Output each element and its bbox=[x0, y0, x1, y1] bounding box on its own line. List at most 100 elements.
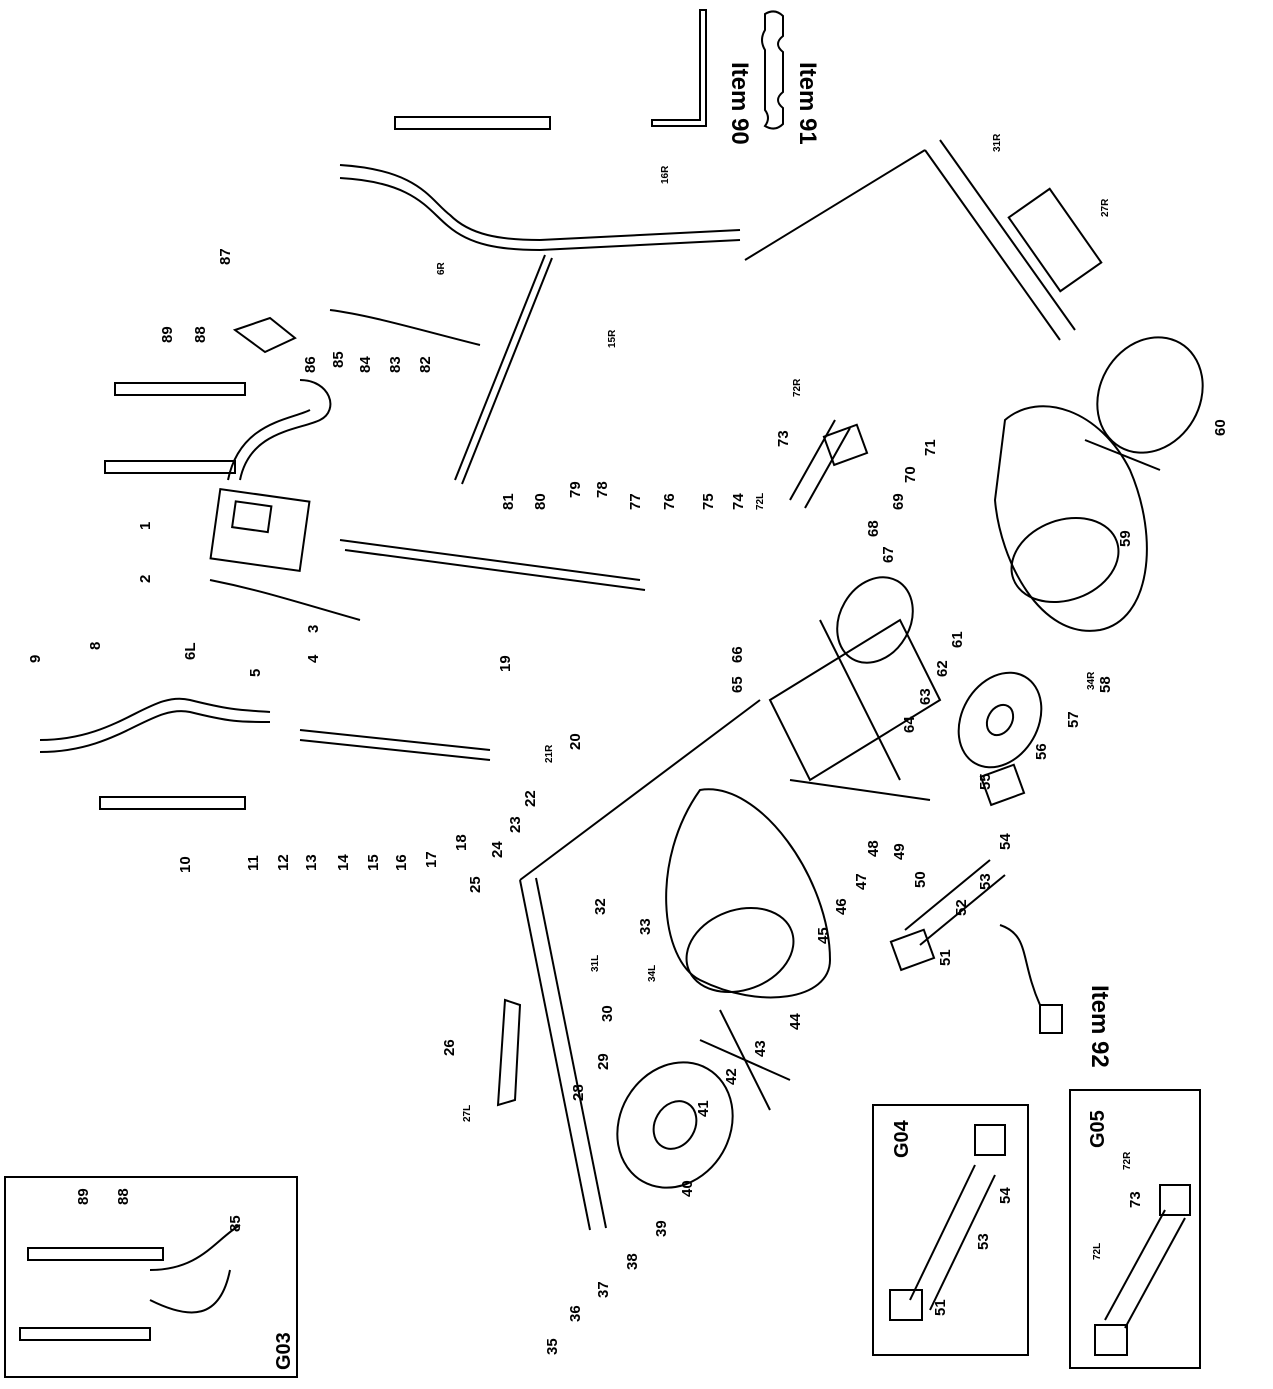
part-label-g03-85: 85 bbox=[227, 1215, 244, 1232]
part-label-4: 4 bbox=[305, 654, 322, 663]
part-label-57: 57 bbox=[1065, 711, 1082, 728]
part-label-74: 74 bbox=[730, 493, 747, 510]
part-label-47: 47 bbox=[853, 873, 870, 890]
part-label-66: 66 bbox=[729, 646, 746, 663]
part-label-72r: 72R bbox=[792, 378, 803, 397]
part-label-26: 26 bbox=[441, 1039, 458, 1056]
part-label-20: 20 bbox=[567, 733, 584, 750]
part-label-85: 85 bbox=[330, 351, 347, 368]
part-label-89: 89 bbox=[159, 326, 176, 343]
part-label-10: 10 bbox=[177, 856, 194, 873]
part-label-50: 50 bbox=[912, 871, 929, 888]
part-label-79: 79 bbox=[567, 481, 584, 498]
part-label-14: 14 bbox=[335, 854, 352, 871]
part-label-21r: 21R bbox=[544, 744, 555, 763]
part-label-16: 16 bbox=[393, 854, 410, 871]
part-label-23: 23 bbox=[507, 816, 524, 833]
part-label-22: 22 bbox=[522, 790, 539, 807]
part-label-58: 58 bbox=[1097, 676, 1114, 693]
part-label-63: 63 bbox=[917, 688, 934, 705]
part-label-25: 25 bbox=[467, 876, 484, 893]
group-label-g05: G05 bbox=[1087, 1110, 1109, 1148]
part-label-40: 40 bbox=[679, 1180, 696, 1197]
part-label-71: 71 bbox=[922, 439, 939, 456]
part-label-44: 44 bbox=[787, 1013, 804, 1030]
part-label-55: 55 bbox=[977, 773, 994, 790]
part-label-43: 43 bbox=[752, 1040, 769, 1057]
part-label-11: 11 bbox=[245, 855, 262, 871]
part-label-62: 62 bbox=[934, 660, 951, 677]
part-label-g05-73: 73 bbox=[1127, 1191, 1144, 1208]
part-label-12: 12 bbox=[275, 854, 292, 871]
part-label-15r: 15R bbox=[607, 329, 618, 348]
part-label-g05-72r: 72R bbox=[1122, 1151, 1133, 1170]
part-label-8: 8 bbox=[87, 642, 104, 650]
part-label-34l: 34L bbox=[647, 965, 658, 982]
part-label-86: 86 bbox=[302, 356, 319, 373]
part-label-13: 13 bbox=[303, 854, 320, 871]
part-label-87: 87 bbox=[217, 248, 234, 265]
part-label-28: 28 bbox=[570, 1084, 587, 1101]
part-label-83: 83 bbox=[387, 356, 404, 373]
part-label-81: 81 bbox=[500, 493, 517, 510]
part-label-5: 5 bbox=[247, 669, 264, 677]
part-label-2: 2 bbox=[137, 575, 154, 583]
part-label-g04-53: 53 bbox=[975, 1233, 992, 1250]
part-label-15: 15 bbox=[365, 854, 382, 871]
part-label-67: 67 bbox=[880, 546, 897, 563]
part-label-16r: 16R bbox=[660, 165, 671, 184]
part-label-59: 59 bbox=[1117, 530, 1134, 547]
part-label-72l: 72L bbox=[755, 493, 766, 510]
part-label-41: 41 bbox=[695, 1100, 712, 1117]
item-label-item91: Item 91 bbox=[794, 62, 821, 145]
line-art bbox=[4, 9, 1204, 1378]
part-label-46: 46 bbox=[833, 898, 850, 915]
part-label-45: 45 bbox=[815, 927, 832, 944]
part-label-18: 18 bbox=[453, 834, 470, 851]
part-label-36: 36 bbox=[567, 1305, 584, 1322]
part-label-78: 78 bbox=[594, 481, 611, 498]
part-label-6l: 6L bbox=[182, 642, 199, 660]
part-label-64: 64 bbox=[901, 716, 918, 733]
part-label-19: 19 bbox=[497, 655, 514, 672]
part-label-3: 3 bbox=[305, 625, 322, 633]
part-label-48: 48 bbox=[865, 840, 882, 857]
part-label-84: 84 bbox=[357, 356, 374, 373]
item-label-item92: Item 92 bbox=[1086, 985, 1113, 1068]
part-label-37: 37 bbox=[595, 1281, 612, 1298]
part-label-31l: 31L bbox=[590, 955, 601, 972]
part-label-g04-51: 51 bbox=[932, 1299, 949, 1316]
part-label-34r: 34R bbox=[1086, 671, 1097, 690]
part-label-38: 38 bbox=[624, 1253, 641, 1270]
part-label-35: 35 bbox=[544, 1338, 561, 1355]
group-label-g03: G03 bbox=[273, 1332, 295, 1370]
part-label-42: 42 bbox=[723, 1068, 740, 1085]
part-label-65: 65 bbox=[729, 676, 746, 693]
part-label-80: 80 bbox=[532, 493, 549, 510]
part-label-54: 54 bbox=[997, 833, 1014, 850]
part-label-17: 17 bbox=[423, 851, 440, 868]
part-label-27l: 27L bbox=[462, 1105, 473, 1122]
part-label-27r: 27R bbox=[1100, 198, 1111, 217]
part-label-32: 32 bbox=[592, 898, 609, 915]
part-label-88: 88 bbox=[192, 326, 209, 343]
part-label-g03-89: 89 bbox=[75, 1188, 92, 1205]
part-label-68: 68 bbox=[865, 520, 882, 537]
part-label-76: 76 bbox=[661, 493, 678, 510]
part-label-24: 24 bbox=[489, 841, 506, 858]
group-label-g04: G04 bbox=[891, 1119, 913, 1158]
part-label-53: 53 bbox=[977, 873, 994, 890]
part-label-g03-88: 88 bbox=[115, 1188, 132, 1205]
part-label-56: 56 bbox=[1033, 743, 1050, 760]
part-label-73: 73 bbox=[775, 430, 792, 447]
part-label-51: 51 bbox=[937, 949, 954, 966]
part-label-g05-72l: 72L bbox=[1092, 1243, 1103, 1260]
part-label-9: 9 bbox=[27, 655, 44, 663]
part-label-52: 52 bbox=[953, 899, 970, 916]
part-label-33: 33 bbox=[637, 918, 654, 935]
part-label-1: 1 bbox=[137, 522, 154, 530]
part-label-g04-54: 54 bbox=[997, 1187, 1014, 1204]
